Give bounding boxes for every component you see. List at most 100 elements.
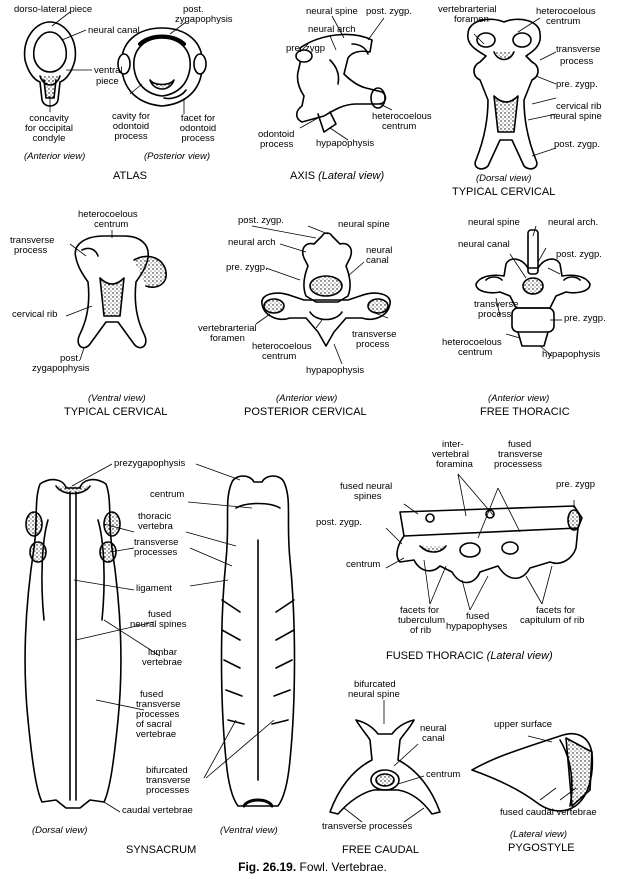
- tcd-caption: TYPICAL CERVICAL: [452, 186, 556, 198]
- syn-label-prezygapophysis: prezygapophysis: [114, 458, 186, 469]
- tcd-label-cervical-rib: cervical rib: [556, 101, 602, 112]
- tcv-label-centrum: centrum: [94, 219, 129, 230]
- syn-label-ftp-transverse: transverse: [136, 699, 181, 710]
- fth-label-fused: fused: [508, 439, 532, 450]
- fc-label-canal: canal: [422, 733, 445, 744]
- pc-label-neural-spine: neural spine: [338, 219, 390, 230]
- fth-label-processess: processess: [494, 459, 543, 470]
- axis-label-neural-spine: neural spine: [306, 6, 358, 17]
- pc-caption: POSTERIOR CERVICAL: [244, 406, 367, 418]
- axis-label-hypapophysis: hypapophysis: [316, 138, 375, 149]
- syn-label-ftp-vertebrae: vertebrae: [136, 729, 177, 740]
- ft-label-heterocoelous: heterocoelous: [442, 337, 502, 348]
- pc-label-vertebrarterial: vertebrarterial: [198, 323, 257, 334]
- fth-label-transverse: transverse: [498, 449, 543, 460]
- syn-label-ligament: ligament: [136, 583, 172, 594]
- fth-label-spines: spines: [354, 491, 382, 502]
- ft-caption: FREE THORACIC: [480, 406, 570, 418]
- syn-label-bifurcated: bifurcated: [146, 765, 188, 776]
- tcd-label-neural-spine: neural spine: [550, 111, 602, 122]
- axis-caption-view: (Lateral view): [318, 170, 385, 182]
- leader-lines: [49, 11, 577, 823]
- tcd-label-pre-zygp: pre. zygp.: [556, 79, 598, 90]
- syn-label-vertebrae: vertebrae: [142, 657, 183, 668]
- pyg-view: (Lateral view): [510, 829, 568, 840]
- posterior-cervical-drawing: [261, 232, 391, 347]
- axis-caption-main: AXIS: [290, 170, 316, 182]
- typical-cervical-dorsal-drawing: [467, 18, 542, 170]
- figure-caption: Fig. 26.19. Fowl. Vertebrae.: [0, 860, 625, 874]
- tcd-label-foramen: foramen: [454, 14, 489, 25]
- tcd-label-post-zygp: post. zygp.: [554, 139, 600, 150]
- tcv-view: (Ventral view): [88, 393, 146, 404]
- syn-label-neural-spines: neural spines: [130, 619, 187, 630]
- pyg-label-upper: upper surface: [494, 719, 553, 730]
- fth-label-cap-facets: facets for: [536, 605, 576, 616]
- fth-label-post-zygp: post. zygp.: [316, 517, 362, 528]
- fth-label-fused-neural: fused neural: [340, 481, 393, 492]
- fth-label-vertebral: vertebral: [432, 449, 469, 460]
- pc-label-canal: canal: [366, 255, 389, 266]
- ft-label-process: process: [478, 309, 512, 320]
- fth-label-foramina: foramina: [436, 459, 473, 470]
- atlas-caption: ATLAS: [112, 170, 148, 182]
- fth-caption: FUSED THORACIC (Lateral view): [386, 650, 553, 662]
- fth-label-tub-facets: facets for: [400, 605, 440, 616]
- syn-label-ftp-sacral: of sacral: [136, 719, 172, 730]
- syn-label-vertebra: vertebra: [138, 521, 173, 532]
- synsacrum-ventral-drawing: [220, 475, 296, 808]
- axis-caption: AXIS (Lateral view): [290, 170, 384, 182]
- fth-label-of-rib: of rib: [410, 625, 432, 636]
- fth-caption-view: (Lateral view): [486, 650, 553, 662]
- fc-label-neural-spine: neural spine: [348, 689, 400, 700]
- syn-label-caudal: caudal vertebrae: [122, 805, 193, 816]
- syn-label-bif-transverse: transverse: [146, 775, 191, 786]
- fc-label-neural: neural: [420, 723, 447, 734]
- atlas-label-post: post.: [183, 4, 204, 15]
- tcd-label-transverse: transverse: [556, 44, 601, 55]
- atlas-label-cavity-odontoid: odontoid: [112, 121, 150, 132]
- fc-caption: FREE CAUDAL: [342, 844, 420, 856]
- pc-label-transverse: transverse: [352, 329, 397, 340]
- tcd-label-vertebrarterial: vertebrarterial: [438, 4, 497, 15]
- typical-cervical-ventral-drawing: [74, 235, 167, 349]
- atlas-label-cavity: cavity for: [111, 111, 150, 122]
- atlas-label-neural-canal: neural canal: [88, 25, 140, 36]
- fc-label-bifurcated: bifurcated: [354, 679, 396, 690]
- ft-label-centrum: centrum: [458, 347, 493, 358]
- figure-title: Fowl. Vertebrae.: [299, 860, 387, 874]
- pc-label-neural-arch: neural arch: [228, 237, 276, 248]
- atlas-label-zygapophysis: zygapophysis: [175, 14, 233, 25]
- syn-caption: SYNSACRUM: [126, 844, 197, 856]
- ft-label-neural-canal: neural canal: [458, 239, 510, 250]
- ft-label-hypapophysis: hypapophysis: [542, 349, 601, 360]
- syn-label-centrum: centrum: [150, 489, 185, 500]
- tcv-label-heterocoelous: heterocoelous: [78, 209, 138, 220]
- syn-label-lumbar: lumbar: [148, 647, 178, 658]
- tcv-label-process: process: [14, 245, 48, 256]
- syn-label-ftp-processes: processes: [136, 709, 180, 720]
- free-thoracic-drawing: [475, 229, 591, 347]
- atlas-label-facet: facet for: [180, 113, 216, 124]
- axis-label-heterocoelous: heterocoelous: [372, 111, 432, 122]
- syn-label-processes: processes: [134, 547, 178, 558]
- synsacrum-dorsal-drawing: [24, 478, 122, 809]
- tcv-caption: TYPICAL CERVICAL: [64, 406, 168, 418]
- ft-label-post-zygp: post. zygp.: [556, 249, 602, 260]
- atlas-posterior-drawing: [117, 27, 207, 107]
- atlas-label-ventral: ventral: [94, 65, 123, 76]
- atlas-label-facet-process: process: [181, 133, 215, 144]
- pc-label-pre-zygp: pre. zygp.: [226, 262, 268, 273]
- syn-label-thoracic: thoracic: [138, 511, 172, 522]
- syn-label-bif-processes: processes: [146, 785, 190, 796]
- fth-label-pre-zygp: pre. zygp: [556, 479, 596, 490]
- atlas-label-cavity-process: process: [114, 131, 148, 142]
- fth-label-inter: inter-: [442, 439, 464, 450]
- pc-label-heterocoelous: heterocoelous: [252, 341, 312, 352]
- figure-number: Fig. 26.19.: [238, 860, 297, 874]
- pyg-caption: PYGOSTYLE: [508, 842, 575, 854]
- atlas-label-occipital: for occipital: [24, 123, 74, 134]
- pc-label-hypapophysis: hypapophysis: [306, 365, 365, 376]
- pc-label-neural: neural: [366, 245, 393, 256]
